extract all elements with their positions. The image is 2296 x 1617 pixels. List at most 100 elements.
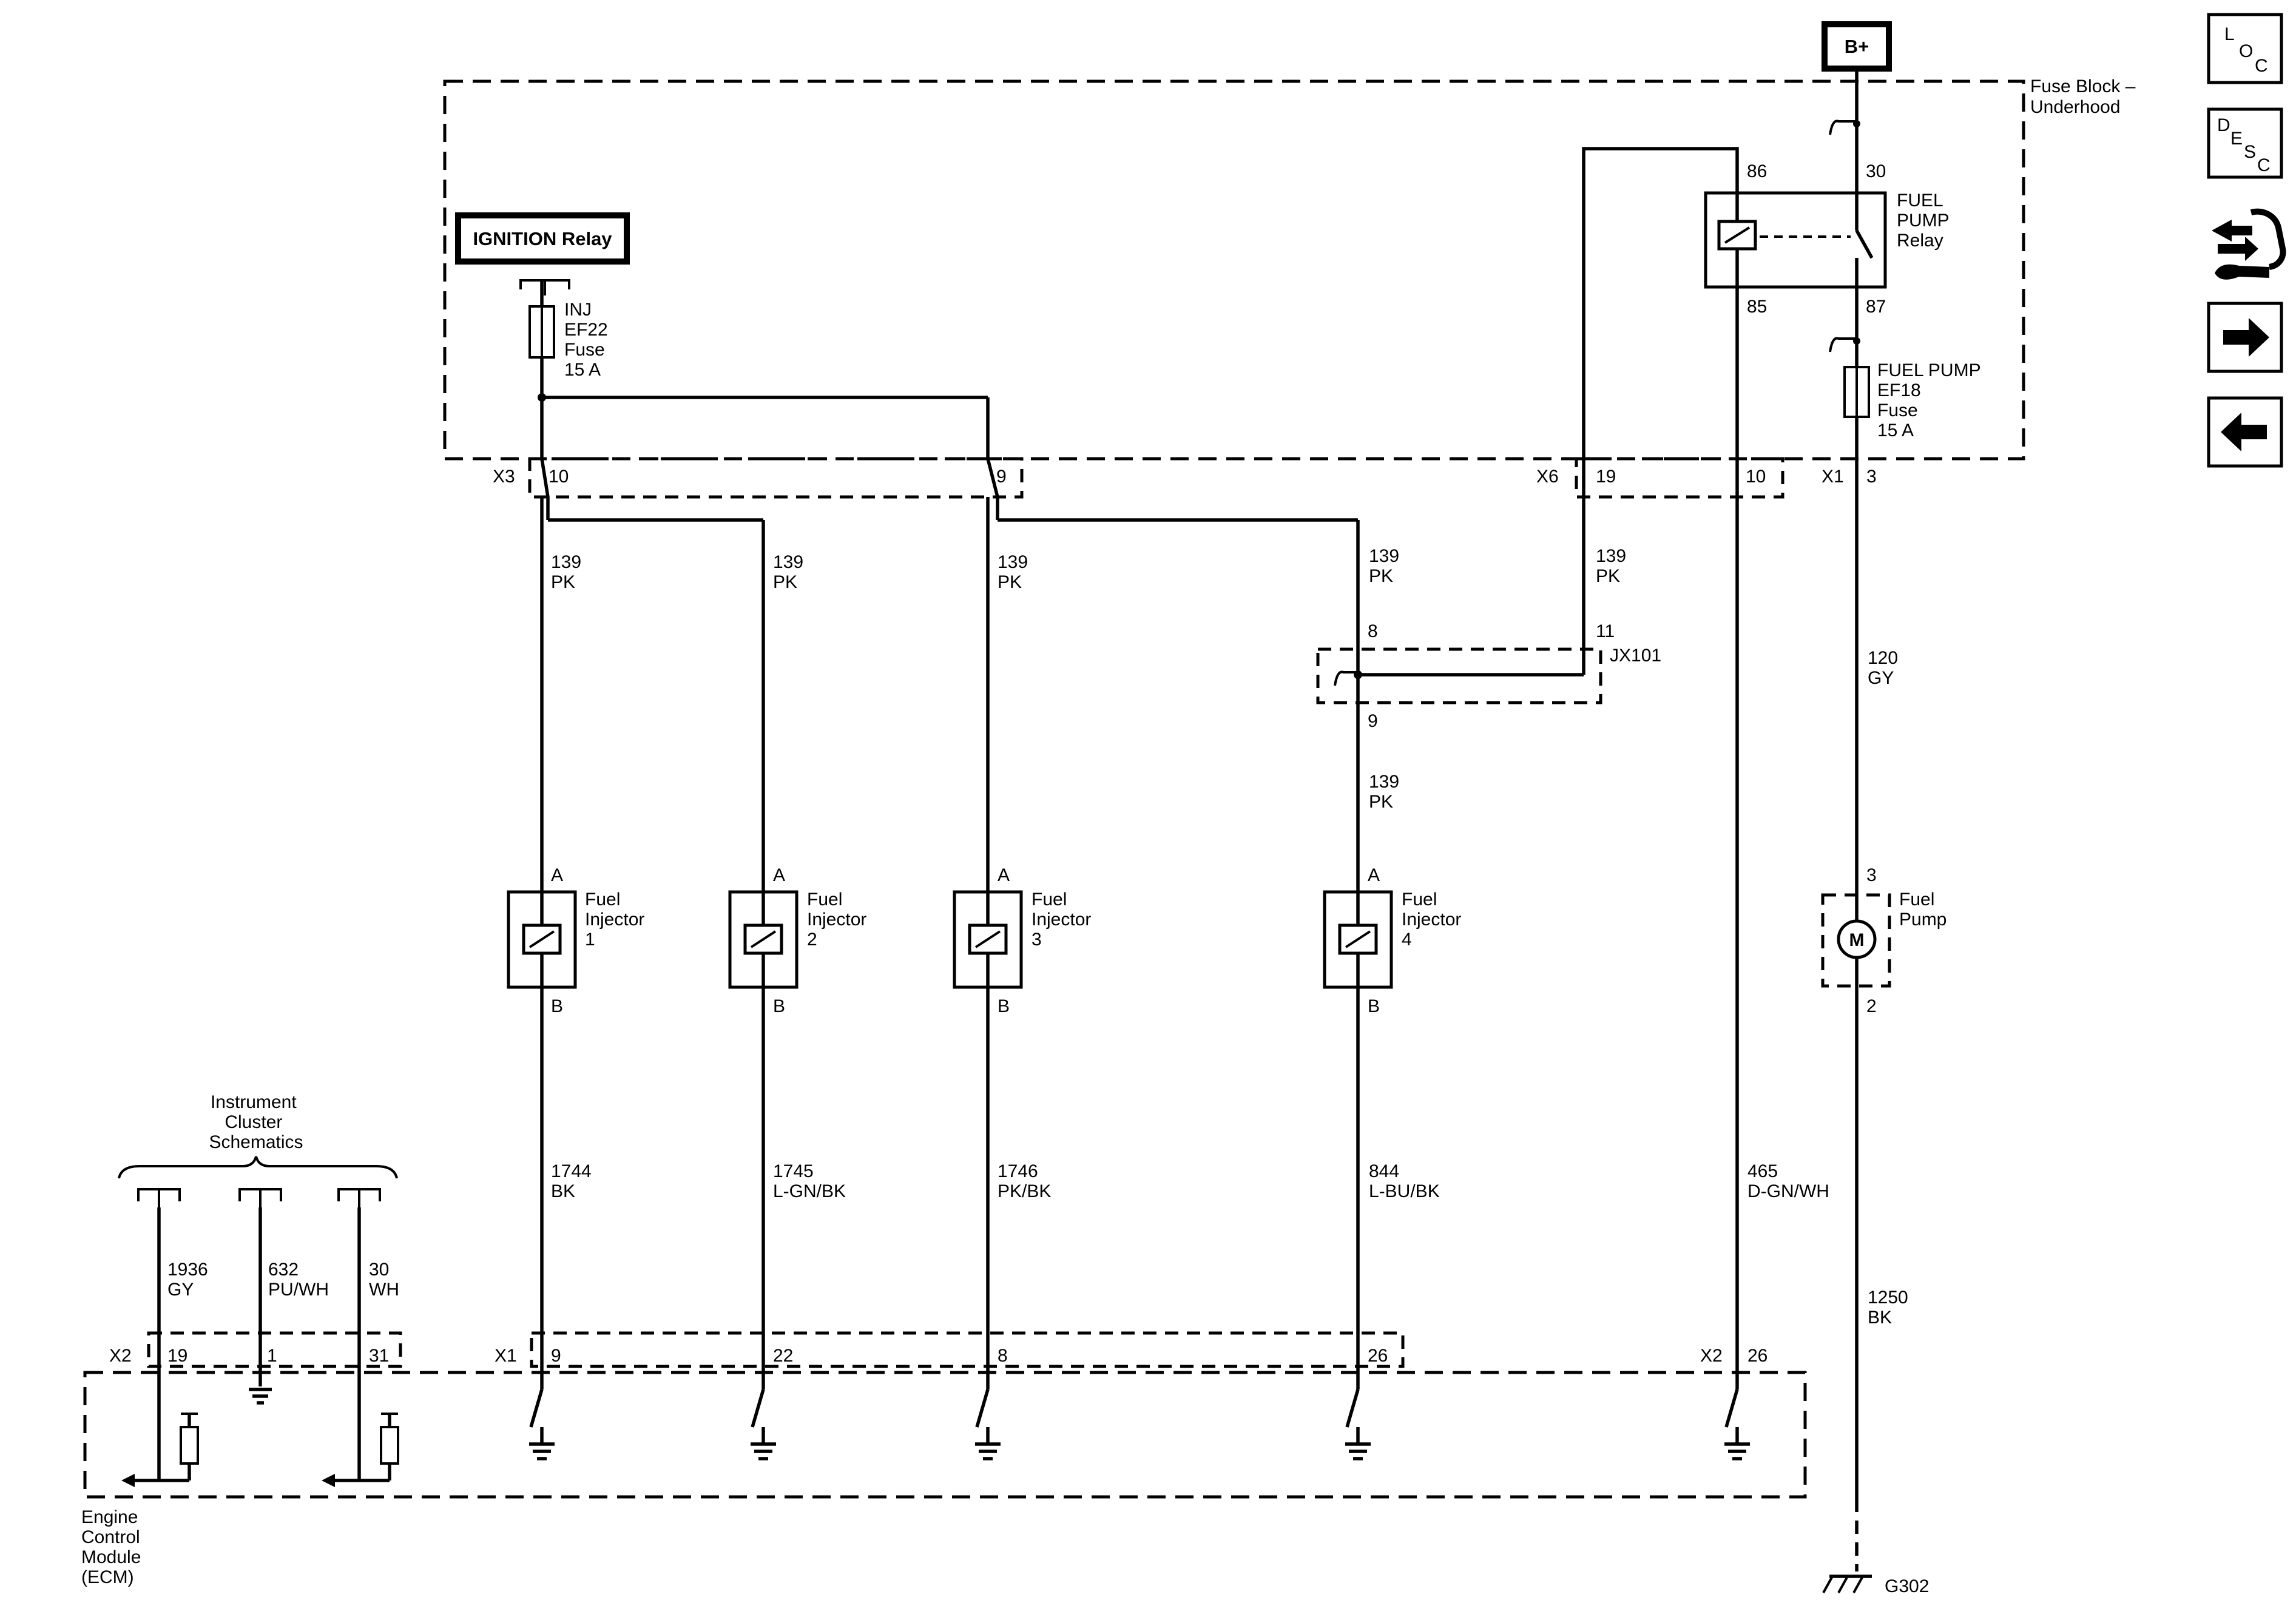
ecm-driver-fuel-pump-relay xyxy=(1724,1389,1750,1460)
connector-x3-label: X3 xyxy=(493,467,515,487)
desc-button[interactable]: D E S C xyxy=(2207,107,2283,179)
connector-x1-bottom xyxy=(530,1331,1405,1368)
connector-tool-icon[interactable] xyxy=(2212,208,2286,280)
connector-x6 xyxy=(1575,457,1784,499)
svg-text:L: L xyxy=(2224,24,2235,44)
pin-jx101-11: 11 xyxy=(1596,621,1615,641)
splice-pack-jx101 xyxy=(1316,647,1602,704)
ic-connector-2 xyxy=(238,1188,282,1207)
ecm-boundary xyxy=(83,1371,1807,1499)
splice-inj-bus xyxy=(538,393,546,402)
svg-text:D: D xyxy=(2217,115,2230,135)
ecm-driver-inj3 xyxy=(975,1389,1001,1460)
fuse-block-boundary xyxy=(443,79,2025,461)
connector-x1-top-label: X1 xyxy=(1822,467,1844,487)
previous-page-button[interactable] xyxy=(2207,396,2283,468)
pin-jx101-9: 9 xyxy=(1368,711,1378,731)
svg-text:C: C xyxy=(2257,155,2271,175)
b-plus-fuse-link xyxy=(1829,120,1857,135)
relay-pin-85: 85 xyxy=(1747,297,1767,317)
svg-text:S: S xyxy=(2244,142,2256,162)
svg-text:E: E xyxy=(2230,129,2243,149)
ecm-pin-26-x1: 26 xyxy=(1368,1346,1388,1366)
pin-x6-19: 19 xyxy=(1596,467,1616,487)
inj1-pin-b: B xyxy=(551,996,563,1016)
ecm-pin-26-x2: 26 xyxy=(1747,1346,1768,1366)
instrument-cluster-label: Instrument Cluster Schematics xyxy=(209,1092,303,1152)
pin-x3-10: 10 xyxy=(549,467,569,487)
ic-connector-3 xyxy=(337,1188,381,1207)
ecm-input-31 xyxy=(322,1413,399,1487)
instrument-cluster-brace xyxy=(118,1156,398,1179)
pin-jx101-8: 8 xyxy=(1368,621,1378,641)
connector-x3 xyxy=(528,457,1024,499)
splice-pack-jx101-label: JX101 xyxy=(1610,646,1661,666)
fuel-pump-relay-label: FUEL PUMP Relay xyxy=(1897,191,1954,251)
inj-fuse-label: INJ EF22 Fuse 15 A xyxy=(564,300,613,380)
ecm-driver-inj2 xyxy=(751,1389,776,1460)
svg-text:C: C xyxy=(2255,56,2268,76)
ground-g302-label: G302 xyxy=(1885,1576,1929,1596)
next-page-button[interactable] xyxy=(2207,302,2283,373)
inj3-pin-b: B xyxy=(998,996,1010,1016)
svg-text:O: O xyxy=(2239,41,2253,61)
fuel-pump-pin-2: 2 xyxy=(1866,996,1877,1016)
connector-x2-left-label: X2 xyxy=(109,1346,132,1366)
arrow-right-icon xyxy=(2223,318,2269,357)
ignition-relay-label: IGNITION Relay xyxy=(473,228,612,249)
ecm-label: Engine Control Module (ECM) xyxy=(81,1507,146,1587)
fuel-pump-relay-box xyxy=(1704,191,1887,289)
x3-pin9-stub xyxy=(986,458,999,520)
ecm-driver-inj1 xyxy=(529,1389,555,1460)
fuel-injector-3 xyxy=(953,890,1023,989)
fuel-injector-4 xyxy=(1323,890,1393,989)
arrow-left-icon xyxy=(2221,413,2267,451)
connector-x2-right-label: X2 xyxy=(1700,1346,1723,1366)
ignition-relay-terminal xyxy=(519,279,570,295)
battery-positive-label: B+ xyxy=(1845,36,1869,57)
ecm-pin-31: 31 xyxy=(369,1346,389,1366)
wire-relay-86 xyxy=(1582,147,1739,675)
jx101-link xyxy=(1334,670,1358,686)
connector-x1-bottom-label: X1 xyxy=(495,1346,517,1366)
loc-button[interactable]: L O C xyxy=(2207,13,2283,84)
fuse-block-label: Fuse Block – Underhood xyxy=(2030,76,2141,117)
ic-connector-1 xyxy=(137,1188,181,1207)
inj1-pin-a: A xyxy=(551,865,563,885)
fuel-pump-fuse-label: FUEL PUMP EF18 Fuse 15 A xyxy=(1877,360,1985,441)
connector-x6-label: X6 xyxy=(1536,467,1559,487)
relay-pin-30: 30 xyxy=(1866,161,1886,181)
ecm-pin-19: 19 xyxy=(167,1346,187,1366)
inj4-pin-b: B xyxy=(1368,996,1380,1016)
ecm-driver-inj4 xyxy=(1345,1389,1371,1460)
ecm-input-19 xyxy=(121,1413,199,1487)
inj2-pin-b: B xyxy=(773,996,785,1016)
connector-x2-left xyxy=(147,1331,402,1368)
ground-g302-symbol xyxy=(1822,1575,1872,1593)
ecm-pin-1: 1 xyxy=(267,1346,277,1366)
fuel-pump-pin-3: 3 xyxy=(1866,865,1877,885)
inj4-pin-a: A xyxy=(1368,865,1380,885)
relay-switch-blade xyxy=(1855,229,1874,259)
inj3-pin-a: A xyxy=(998,865,1010,885)
